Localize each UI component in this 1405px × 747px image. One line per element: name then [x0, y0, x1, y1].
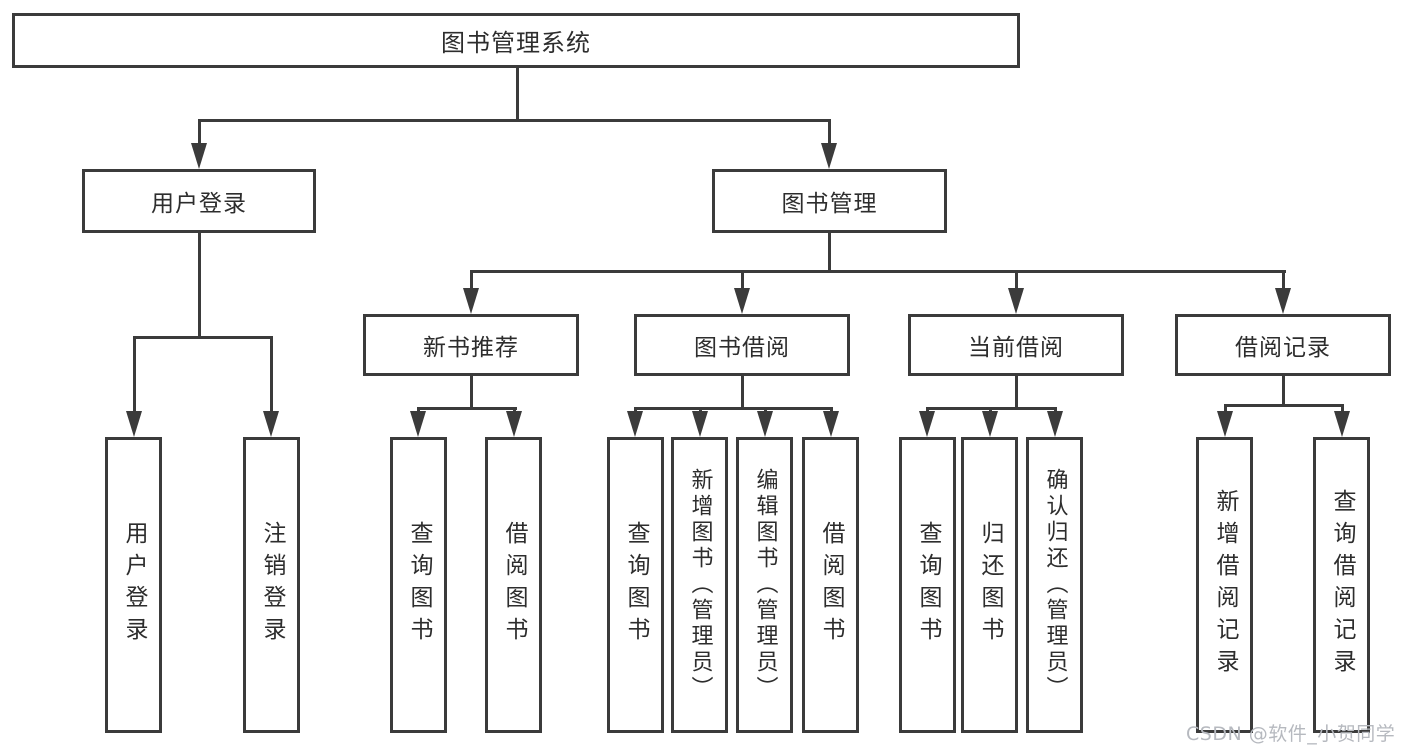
node-user-login: 用户登录 [82, 169, 316, 233]
arrow-down-icon [463, 288, 479, 314]
arrow-down-icon [1047, 411, 1063, 437]
connector-bookmgmt-stem [828, 233, 831, 273]
arrow-down-icon [410, 411, 426, 437]
connector-leaf-shaft [133, 336, 136, 413]
connector-leaf-shaft [1341, 404, 1344, 416]
node-new-book-recommend: 新书推荐 [363, 314, 579, 376]
arrow-down-icon [1217, 411, 1233, 437]
leaf-query-book-current: 查询图书 [899, 437, 956, 733]
connector-recommend-stem [470, 376, 473, 410]
arrow-down-icon [191, 143, 207, 169]
leaf-edit-book-admin: 编辑图书（管理员） [736, 437, 793, 733]
arrow-down-icon [823, 411, 839, 437]
arrow-down-icon [1275, 288, 1291, 314]
leaf-user-login: 用户登录 [105, 437, 162, 733]
node-current-borrow: 当前借阅 [908, 314, 1124, 376]
leaf-borrow-book: 借阅图书 [802, 437, 859, 733]
arrow-down-icon [734, 288, 750, 314]
connector-records-rail [1224, 404, 1344, 407]
leaf-return-book: 归还图书 [961, 437, 1018, 733]
arrow-down-icon [126, 411, 142, 437]
connector-recommend-rail [417, 407, 517, 410]
leaf-query-book-borrow: 查询图书 [607, 437, 664, 733]
connector-userlogin-shaft [198, 119, 201, 145]
node-borrow-records: 借阅记录 [1175, 314, 1391, 376]
connector-records-stem [1282, 376, 1285, 407]
node-book-management: 图书管理 [712, 169, 947, 233]
arrow-down-icon [982, 411, 998, 437]
leaf-logout-login: 注销登录 [243, 437, 300, 733]
connector-leaf-shaft [1224, 404, 1227, 416]
connector-userlogin-rail [133, 336, 273, 339]
connector-bookmgmt-shaft [828, 119, 831, 145]
arrow-down-icon [821, 143, 837, 169]
node-book-borrow: 图书借阅 [634, 314, 850, 376]
connector-leaf-shaft [270, 336, 273, 413]
connector-level3-shaft [741, 270, 744, 290]
arrow-down-icon [627, 411, 643, 437]
node-root: 图书管理系统 [12, 13, 1020, 68]
connector-currentborrow-stem [1015, 376, 1018, 410]
connector-level3-shaft [470, 270, 473, 290]
arrow-down-icon [919, 411, 935, 437]
connector-userlogin-stem [198, 233, 201, 336]
connector-level3-rail [470, 270, 1286, 273]
arrow-down-icon [1008, 288, 1024, 314]
arrow-down-icon [263, 411, 279, 437]
connector-root-stem [516, 68, 519, 119]
connector-level1-rail [198, 119, 831, 122]
leaf-borrow-book-recommend: 借阅图书 [485, 437, 542, 733]
connector-level3-shaft [1015, 270, 1018, 290]
connector-level3-shaft [1282, 270, 1285, 290]
arrow-down-icon [692, 411, 708, 437]
arrow-down-icon [757, 411, 773, 437]
arrow-down-icon [506, 411, 522, 437]
leaf-add-book-admin: 新增图书（管理员） [671, 437, 728, 733]
arrow-down-icon [1334, 411, 1350, 437]
leaf-confirm-return-admin: 确认归还（管理员） [1026, 437, 1083, 733]
leaf-add-borrow-record: 新增借阅记录 [1196, 437, 1253, 733]
connector-bookborrow-stem [741, 376, 744, 410]
connector-bookborrow-rail [634, 407, 833, 410]
leaf-query-borrow-record: 查询借阅记录 [1313, 437, 1370, 733]
watermark-text: CSDN @软件_小贺同学 [1186, 723, 1396, 745]
leaf-query-book-recommend: 查询图书 [390, 437, 447, 733]
